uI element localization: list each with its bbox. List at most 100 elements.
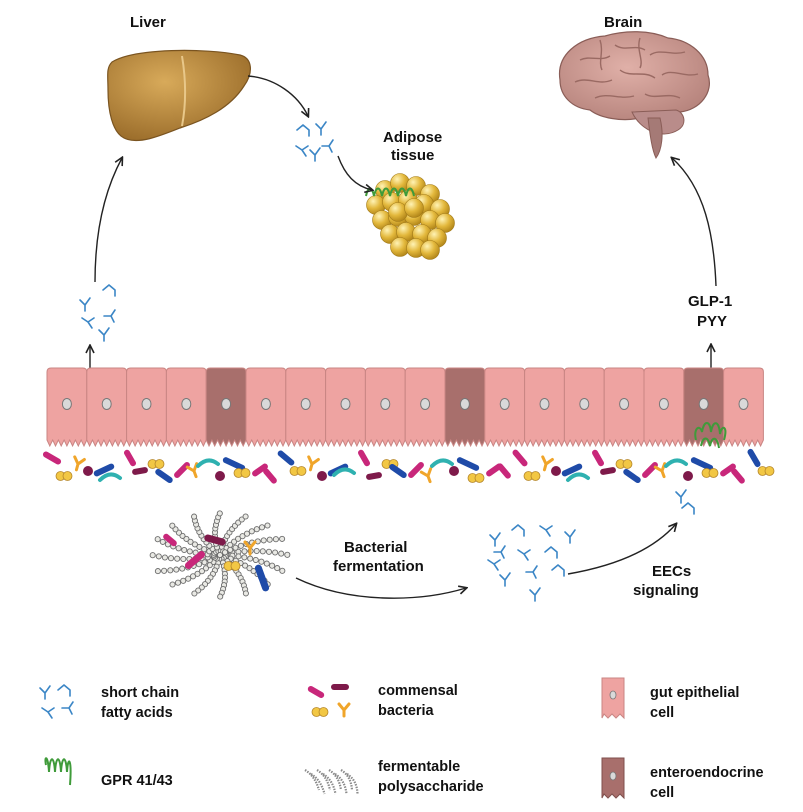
legend-gpr-line1: GPR 41/43 (101, 773, 173, 789)
sugar-bead (187, 538, 194, 545)
cell-nucleus (539, 398, 550, 410)
sugar-bead (191, 541, 198, 548)
legend-epithelial-line1: gut epithelial (650, 685, 740, 701)
receptor-on-enteroendocrine-cell (694, 422, 727, 441)
scfa-molecule (41, 707, 55, 719)
receptor-icon (44, 757, 72, 786)
sugar-bead (173, 566, 180, 573)
bacterium (561, 463, 583, 477)
branched-bacterium (185, 462, 199, 479)
cell-nucleus (619, 398, 630, 410)
bacterium (389, 463, 407, 479)
sugar-bead (248, 528, 255, 535)
vibrio-bacterium (196, 458, 220, 468)
bacterium (277, 450, 295, 466)
scfa-molecule (39, 685, 51, 700)
sugar-bead (167, 567, 174, 574)
legend-polysaccharide-line2: polysaccharide (378, 779, 484, 795)
glp1-label: GLP-1 (688, 293, 733, 310)
sugar-bead (265, 548, 273, 555)
bacterium (331, 684, 349, 690)
sugar-bead (272, 549, 279, 556)
legend-bacteria-line1: commensal (378, 683, 458, 699)
sugar-bead (183, 535, 190, 542)
scfa-molecule (511, 524, 525, 537)
cell-nucleus (380, 398, 391, 410)
fat-droplet (404, 198, 424, 218)
bacterium (623, 468, 641, 484)
cell-nucleus (738, 398, 749, 410)
cell-nucleus (420, 398, 431, 410)
branched-bacterium (419, 467, 433, 484)
bacterium (204, 534, 226, 546)
sugar-bead (258, 524, 266, 531)
cell-nucleus (340, 398, 351, 410)
sugar-bead (241, 548, 248, 555)
sugar-bead (239, 533, 246, 540)
arrow-bacterial-fermentation (295, 577, 466, 599)
sugar-bead (154, 536, 161, 543)
sugar-bead (272, 536, 279, 543)
cell-nucleus (459, 398, 470, 410)
scfa-molecule (315, 121, 327, 136)
sugar-bead (186, 548, 193, 555)
sugar-bead (274, 565, 281, 572)
sugar-bead (161, 554, 168, 561)
branched-bacterium (243, 540, 257, 556)
legend-scfa-line2: fatty acids (101, 705, 173, 721)
polysaccharide-icon (316, 769, 332, 791)
polysaccharide-icon (334, 773, 348, 795)
scfa-molecule (675, 489, 687, 504)
bacterium (42, 451, 62, 465)
coccoid-bacterium (449, 466, 459, 476)
bacterium (307, 686, 325, 698)
sugar-bead (149, 552, 156, 559)
brain-label: Brain (604, 14, 643, 31)
sugar-bead (279, 535, 286, 542)
bacterium (222, 457, 246, 471)
vibrio-bacterium (664, 458, 688, 468)
sugar-bead (155, 553, 162, 560)
scfa-molecule (61, 701, 74, 715)
fat-droplet (420, 240, 440, 260)
adipose-label-line1: Adipose (383, 129, 443, 146)
scfa-molecule (296, 124, 310, 137)
coccus-bacterium (318, 707, 329, 717)
sugar-bead (201, 559, 208, 566)
branched-bacterium (541, 455, 554, 472)
sugar-bead (235, 553, 242, 560)
sugar-bead (180, 555, 187, 563)
vibrio-bacterium (430, 458, 454, 468)
bacterium (132, 467, 148, 475)
sugar-bead (231, 538, 238, 545)
sugar-bead (196, 543, 203, 550)
sugar-bead (181, 546, 188, 554)
polysaccharide-icon (346, 773, 359, 795)
cell-nucleus (609, 690, 617, 700)
sugar-bead (175, 545, 182, 552)
coccus-bacterium (240, 468, 251, 478)
sugar-bead (263, 560, 270, 567)
liver-label: Liver (130, 14, 166, 31)
cell-nucleus (260, 398, 271, 410)
sugar-bead (174, 579, 182, 586)
short-chain-fatty-acids (79, 121, 695, 602)
polysaccharide-icon (328, 769, 343, 791)
scfa-molecule (551, 564, 565, 577)
bacterium (163, 533, 177, 547)
sugar-bead (264, 522, 271, 529)
cell-nucleus (141, 398, 152, 410)
legend-polysaccharide-line1: fermentable (378, 759, 461, 775)
fermentation-label-line2: fermentation (333, 558, 424, 575)
sugar-bead (196, 561, 203, 568)
sugar-bead (189, 573, 197, 580)
bacterium (254, 564, 270, 592)
sugar-bead (269, 562, 276, 569)
sugar-bead (201, 546, 208, 553)
sugar-bead (278, 550, 285, 557)
sugar-bead (279, 567, 286, 574)
bacterium (366, 472, 382, 480)
bacterium (155, 468, 173, 484)
sugar-bead (260, 537, 267, 544)
